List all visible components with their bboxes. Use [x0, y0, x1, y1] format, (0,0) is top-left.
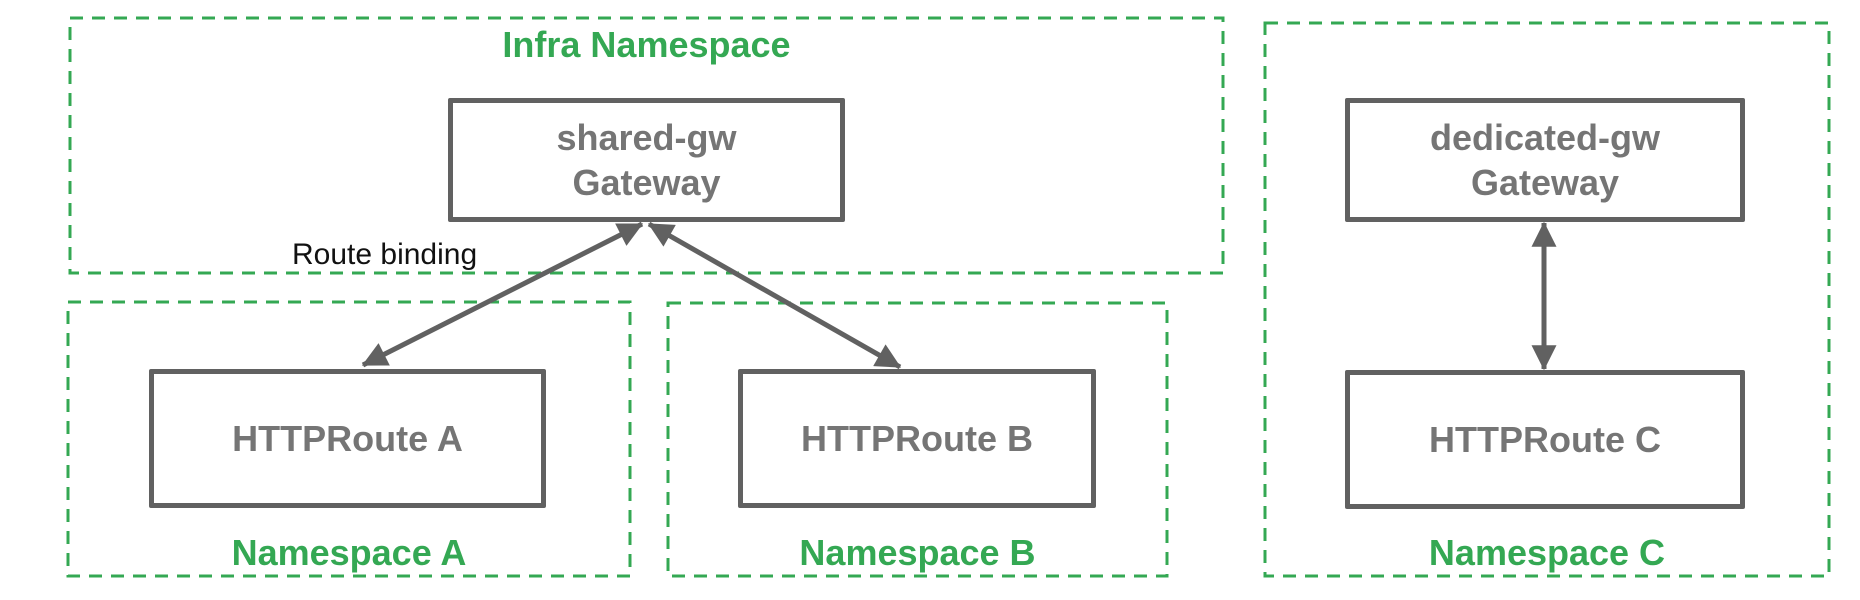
namespace-c-label: Namespace C	[1428, 532, 1666, 573]
httproute-b-box: HTTPRoute B	[738, 369, 1096, 508]
dedicated-gw-gateway-kind: Gateway	[1470, 162, 1620, 203]
namespace-b-label: Namespace B	[799, 532, 1036, 573]
dedicated-gw-gateway-name: dedicated-gw	[1429, 117, 1661, 158]
httproute-b-label: HTTPRoute B	[801, 418, 1033, 459]
namespace-a-label: Namespace A	[231, 532, 467, 573]
httproute-a-box: HTTPRoute A	[149, 369, 546, 508]
infra-namespace-border	[68, 16, 1225, 275]
route-binding-label: Route binding	[292, 238, 478, 271]
namespace-b-border	[666, 301, 1169, 578]
infra-namespace-title: Infra Namespace	[502, 24, 791, 65]
route-binding-arrow-a	[361, 221, 644, 368]
dedicated-gw-gateway-box: dedicated-gw Gateway	[1345, 98, 1745, 222]
httproute-a-label: HTTPRoute A	[232, 418, 463, 459]
namespace-c-border	[1263, 21, 1831, 578]
shared-gw-gateway-name: shared-gw	[556, 117, 737, 158]
httproute-c-box: HTTPRoute C	[1345, 370, 1745, 509]
shared-gw-gateway-kind: Gateway	[572, 162, 721, 203]
httproute-c-label: HTTPRoute C	[1429, 419, 1661, 460]
route-binding-arrow-b	[647, 221, 902, 370]
shared-gw-gateway-box: shared-gw Gateway	[448, 98, 845, 222]
